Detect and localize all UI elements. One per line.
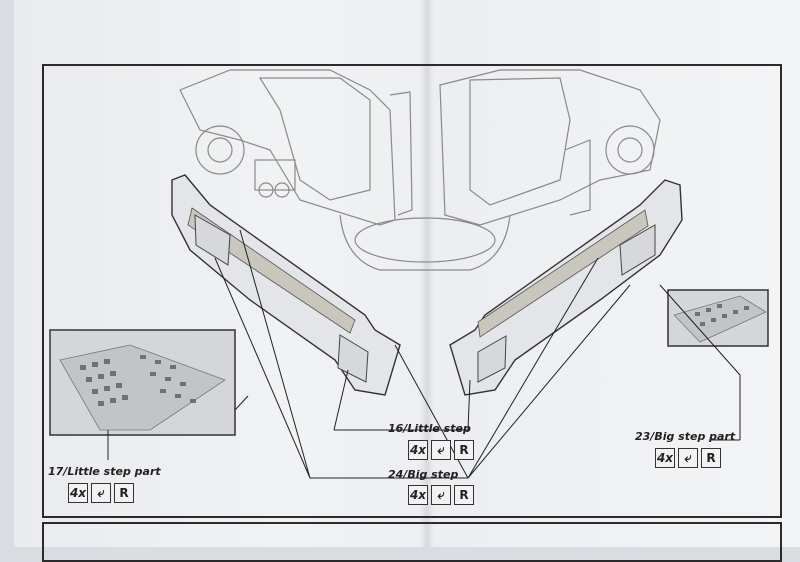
quantity-badge: 4x — [408, 440, 428, 460]
label-big-step-part: 23/Big step part — [635, 430, 736, 443]
badges-little-step-part: 4x ⤶ R — [68, 483, 134, 503]
badges-little-step: 4x ⤶ R — [408, 440, 474, 460]
assembly-illustration — [49, 69, 769, 479]
leader-lines — [107, 229, 741, 479]
quantity-badge: 4x — [408, 485, 428, 505]
left-detail-photo — [49, 329, 236, 436]
right-detail-photo — [667, 289, 769, 347]
label-big-step: 24/Big step — [388, 468, 459, 481]
quantity-badge: 4x — [655, 448, 675, 468]
instruction-frame — [42, 64, 782, 518]
glue-curve-icon: ⤶ — [431, 485, 451, 505]
right-step-panel — [449, 179, 683, 396]
mark-badge: R — [454, 485, 474, 505]
mark-badge: R — [701, 448, 721, 468]
glue-curve-icon: ⤶ — [678, 448, 698, 468]
badges-big-step: 4x ⤶ R — [408, 485, 474, 505]
badges-big-step-part: 4x ⤶ R — [655, 448, 721, 468]
label-little-step-part: 17/Little step part — [48, 465, 161, 478]
glue-curve-icon: ⤶ — [91, 483, 111, 503]
left-step-panel — [171, 174, 401, 396]
mark-badge: R — [454, 440, 474, 460]
label-little-step: 16/Little step — [388, 422, 471, 435]
mark-badge: R — [114, 483, 134, 503]
glue-curve-icon: ⤶ — [431, 440, 451, 460]
quantity-badge: 4x — [68, 483, 88, 503]
truck-cab-outline — [179, 69, 661, 271]
